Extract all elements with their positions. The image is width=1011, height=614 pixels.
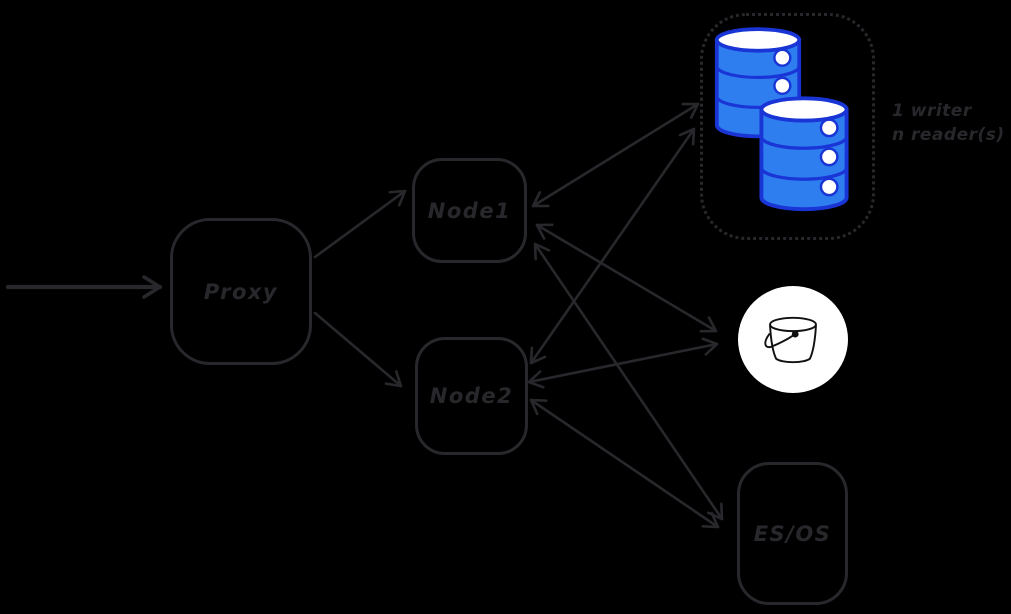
esos-label: ES/OS xyxy=(753,521,832,546)
db-annotation-line2: n reader(s) xyxy=(892,125,1005,145)
proxy-node: Proxy xyxy=(170,218,312,365)
arrow-proxy-to-node1 xyxy=(313,189,407,259)
arrow-node1-db xyxy=(531,102,700,208)
node1-label: Node1 xyxy=(427,198,512,223)
arrow-node1-esos xyxy=(533,242,724,521)
database-cylinder-icon xyxy=(759,96,849,212)
proxy-label: Proxy xyxy=(203,279,279,304)
node2-node: Node2 xyxy=(415,337,528,455)
db-annotation-line1: 1 writer xyxy=(892,101,972,121)
node1-node: Node1 xyxy=(412,158,527,263)
arrow-node2-bucket xyxy=(527,337,719,389)
arrow-proxy-to-node2 xyxy=(313,311,403,388)
db-cluster-annotation: 1 writer n reader(s) xyxy=(892,99,1005,147)
bucket-node xyxy=(738,286,848,393)
db-cluster-group xyxy=(700,13,875,240)
bucket-icon xyxy=(764,316,817,363)
node2-label: Node2 xyxy=(429,384,514,408)
arrow-node2-esos xyxy=(529,398,720,529)
esos-node: ES/OS xyxy=(737,462,848,605)
arrow-node2-db xyxy=(529,127,696,365)
